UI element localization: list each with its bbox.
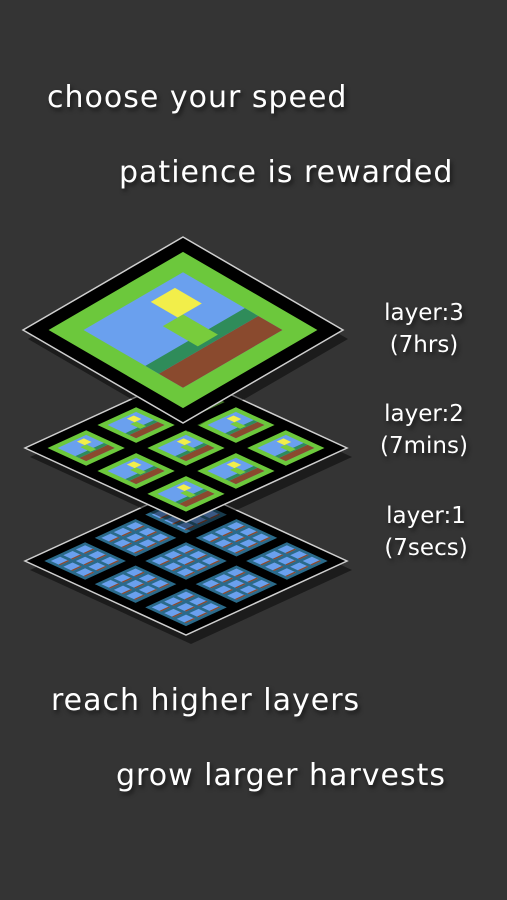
layer-3-plate <box>21 236 348 432</box>
layer-2-speed: (7mins) <box>380 433 468 459</box>
tagline-choose-speed: choose your speed <box>47 80 348 115</box>
layer-3-speed: (7hrs) <box>389 332 459 358</box>
layer-1-label: layer:1 (7secs) <box>370 500 482 564</box>
layer-2-plate <box>23 373 352 531</box>
layer-2-label: layer:2 (7mins) <box>368 398 480 462</box>
layer-1-speed: (7secs) <box>384 535 468 561</box>
tagline-reach-layers: reach higher layers <box>51 683 361 718</box>
layer-3-name: layer:3 <box>384 300 464 326</box>
tagline-patience: patience is rewarded <box>119 155 454 190</box>
layer-2-name: layer:2 <box>384 401 464 427</box>
tagline-larger-harvests: grow larger harvests <box>116 758 447 793</box>
layer-1-name: layer:1 <box>386 503 466 529</box>
layer-3-label: layer:3 (7hrs) <box>372 297 476 361</box>
